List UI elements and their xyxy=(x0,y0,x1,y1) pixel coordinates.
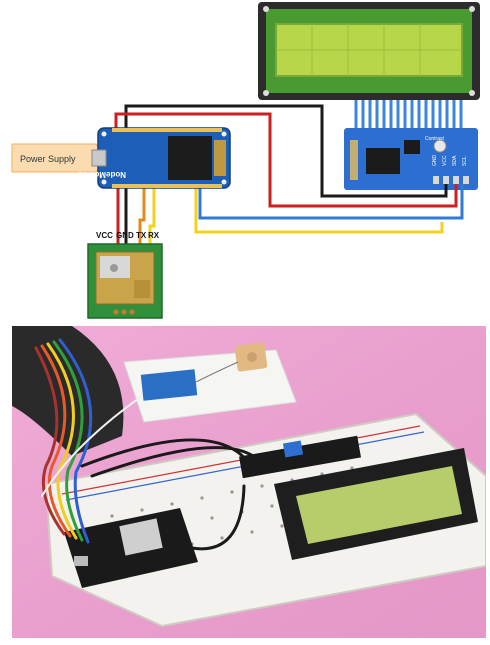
pin-label-gnd: GND xyxy=(116,231,134,240)
nodemcu-board: NodeMcu V3 xyxy=(77,127,231,189)
lcd-display xyxy=(258,2,480,100)
breadboard-photo xyxy=(12,326,486,638)
wires xyxy=(114,104,464,246)
photo-nodemcu xyxy=(64,508,198,588)
pin-label-vcc: VCC xyxy=(96,231,113,240)
photo-lcd xyxy=(239,435,478,560)
gps-card xyxy=(123,342,297,423)
power-supply-label: Power Supply xyxy=(20,154,76,164)
pin-label-rx: RX xyxy=(148,231,160,240)
i2c-scl-label: SCL xyxy=(462,156,468,166)
i2c-vcc-label: VCC xyxy=(442,155,448,166)
i2c-sda-label: SDA xyxy=(452,155,458,166)
i2c-backpack: Contrast GND VCC SDA SCL xyxy=(344,128,478,190)
gps-module xyxy=(87,243,163,319)
photo-wires xyxy=(34,338,264,551)
contrast-label: Contrast xyxy=(425,136,445,142)
pin-label-tx: TX xyxy=(136,231,147,240)
i2c-gnd-label: GND xyxy=(432,155,438,167)
nodemcu-label: NodeMcu V3 xyxy=(77,170,126,179)
wiring-diagram: Contrast GND VCC SDA SCL Power Supply xyxy=(11,2,480,319)
gps-pin-labels: VCC GND TX RX xyxy=(96,231,160,240)
